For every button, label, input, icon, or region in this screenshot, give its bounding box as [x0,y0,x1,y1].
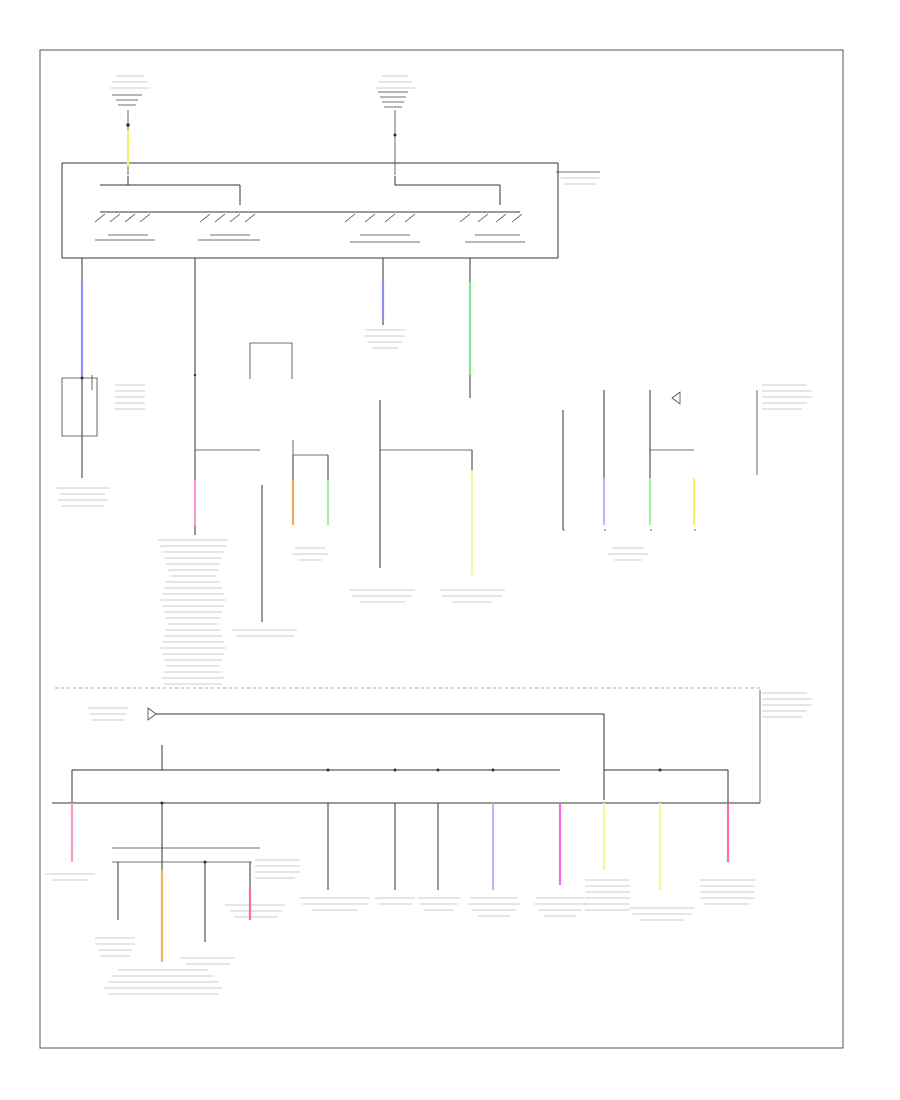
relay-box [61,162,600,259]
bottom-bus [52,690,761,942]
diagram-frame [39,49,844,1049]
colored-wire-layer [70,130,730,962]
fuse-block-1 [112,94,142,175]
label-marks [45,75,812,995]
branch-drops-top [61,258,471,622]
fuse-block-2 [378,91,408,175]
middle-branches [292,390,758,568]
